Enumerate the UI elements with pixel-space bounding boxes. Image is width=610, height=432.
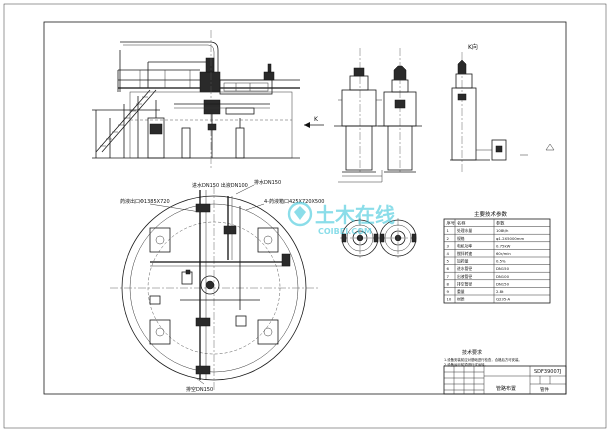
spec-cell-no: 5 — [447, 259, 450, 264]
notes-line-1: 1.设备安装前应对基础进行检查，合格后方可安装。 — [444, 357, 522, 362]
spec-cell-value: 60r/min — [496, 251, 511, 256]
view-k-marker: K — [304, 116, 324, 128]
k-view: K向 — [450, 43, 555, 172]
spec-cell-no: 6 — [447, 266, 450, 271]
spec-table-title: 主要技术参数 — [474, 210, 508, 218]
spec-cell-no: 4 — [447, 251, 450, 256]
spec-cell-no: 1 — [447, 228, 450, 233]
spec-cell-name: 排空管径 — [457, 281, 472, 286]
sheet-label: 管件 — [540, 386, 549, 393]
watermark: 土木在线 COIBEI.COM — [287, 201, 395, 236]
label-bottom-drain: 排空DN150 — [186, 386, 213, 393]
spec-cell-value: DN100 — [496, 274, 510, 279]
title-block: 管路布置 SDF39007J 管件 — [443, 365, 567, 395]
elevation-view — [92, 30, 300, 168]
spec-header-0: 序号 — [447, 220, 455, 227]
spec-cell-no: 8 — [447, 281, 450, 286]
spec-cell-name: 重量 — [457, 289, 465, 294]
spec-cell-value: 0.75kW — [496, 243, 511, 248]
spec-header-1: 名称 — [457, 220, 465, 227]
label-dosing-port: 药液出口Φ1385X720 — [120, 198, 170, 205]
drawing-number: SDF39007J — [534, 369, 561, 375]
tech-notes: 技术要求 1.设备安装前应对基础进行检查，合格后方可安装。 2.设备运行前须进行… — [444, 349, 522, 367]
spec-cell-value: DN150 — [496, 266, 510, 271]
k-view-title: K向 — [468, 43, 478, 51]
notes-line-2: 2.设备运行前须进行试运转。 — [444, 362, 488, 367]
spec-header-2: 参数 — [496, 220, 505, 227]
drawing-title: 管路布置 — [496, 385, 516, 392]
spec-cell-no: 7 — [447, 274, 450, 279]
label-drain-top: 排水DN150 — [254, 179, 281, 186]
side-view — [334, 48, 422, 183]
spec-cell-name: 处理水量 — [457, 228, 472, 233]
spec-cell-no: 3 — [447, 243, 450, 248]
spec-cell-name: 电机功率 — [457, 243, 472, 248]
drawing-frame — [43, 21, 567, 395]
watermark-en: COIBEI.COM — [318, 227, 372, 236]
watermark-cn: 土木在线 — [315, 203, 395, 227]
spec-cell-value: 2.8t — [496, 289, 504, 294]
label-inlet-outlet: 进水DN150 出液DN100 — [192, 182, 248, 189]
spec-cell-name: 搅拌转速 — [457, 251, 472, 256]
spec-cell-value: φ1.2X5000mm — [496, 236, 525, 241]
spec-cell-name: 出液管径 — [457, 274, 472, 279]
detail-sections — [340, 218, 417, 258]
spec-cell-no: 10 — [447, 297, 452, 302]
spec-cell-value: DN150 — [496, 281, 510, 286]
notes-title: 技术要求 — [462, 349, 482, 356]
sheet-border-outer — [3, 3, 607, 429]
spec-cell-no: 2 — [447, 236, 450, 241]
spec-cell-value: 0.5% — [496, 259, 506, 264]
spec-cell-value: 108t/h — [496, 228, 509, 233]
plan-view: 进水DN150 出液DN100 排水DN150 药液出口Φ1385X720 4-… — [110, 179, 324, 393]
label-dosing-box: 4-药液箱口425X720X500 — [264, 198, 324, 205]
view-k-label: K — [314, 116, 319, 123]
spec-cell-name: 加药量 — [457, 259, 469, 264]
spec-cell-no: 9 — [447, 289, 450, 294]
spec-table: 主要技术参数 序号名称 参数 1 处理水量 108t/h 2 规格 φ1.2X5000mm 3 电… — [443, 210, 551, 304]
spec-cell-name: 进水管径 — [457, 266, 472, 271]
spec-cell-value: Q235-A — [496, 297, 511, 302]
spec-cell-name: 规格 — [457, 236, 465, 241]
spec-cell-name: 材质 — [457, 297, 465, 302]
